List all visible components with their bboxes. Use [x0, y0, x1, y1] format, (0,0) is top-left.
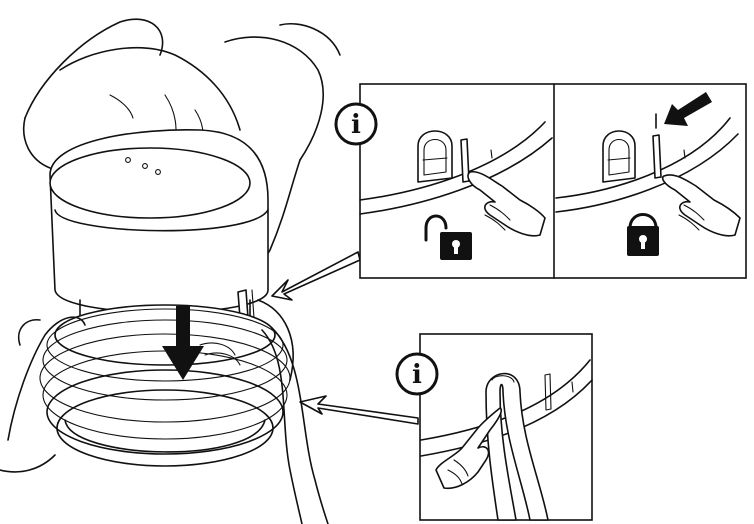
unlocked-padlock-icon	[424, 214, 472, 260]
info-marker-glyph: i	[412, 360, 422, 390]
pointing-hand-icon	[435, 407, 503, 490]
pointing-hand-icon	[467, 170, 546, 237]
pointing-hand-icon	[661, 174, 741, 237]
panel-unlocked	[359, 121, 553, 260]
cable	[485, 372, 549, 521]
rotation-arrow-icon	[664, 92, 712, 126]
upper-hand	[23, 18, 341, 261]
info-icon: i	[334, 102, 378, 146]
spool-base	[39, 299, 329, 524]
pointer-arrow-upper	[271, 251, 361, 301]
info-marker-glyph: i	[351, 110, 361, 140]
indicator-dot	[155, 169, 161, 175]
down-arrow-icon	[162, 306, 204, 380]
lower-hand	[0, 316, 86, 473]
device-body	[49, 128, 269, 319]
info-icon: i	[395, 352, 439, 396]
locked-padlock-icon	[627, 213, 659, 256]
pointer-arrow-lower	[299, 395, 419, 425]
indicator-dot	[125, 157, 131, 163]
pointer-arrows	[271, 251, 419, 425]
callout-cable-detail: i	[395, 333, 593, 521]
callout-lock-detail: i	[334, 83, 747, 279]
main-illustration	[0, 18, 341, 524]
indicator-dot	[142, 163, 148, 169]
panel-locked	[555, 92, 741, 256]
